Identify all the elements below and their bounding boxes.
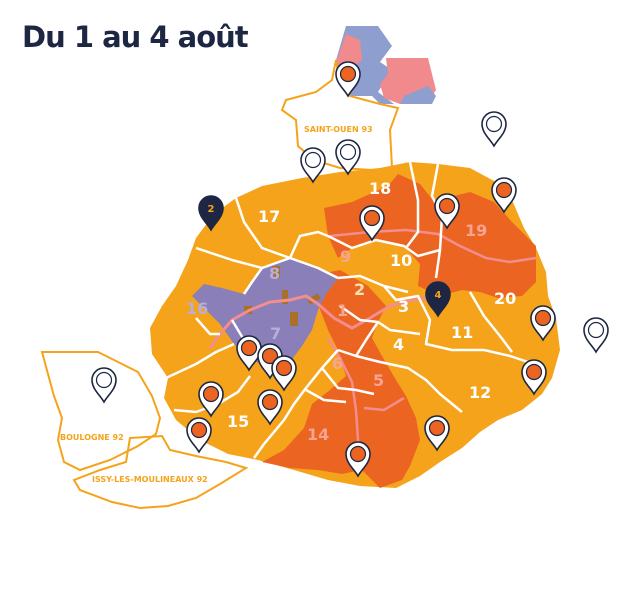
border [242,267,264,295]
arrondissement-labels: 1 2 3 4 5 6 7 8 9 10 11 12 14 15 16 17 1… [186,179,516,444]
map-pin-19-east[interactable] [491,177,517,214]
map-pin-dot [304,151,322,169]
border [288,230,441,259]
arr-label-4: 4 [393,335,404,354]
map-pin-dot [261,393,279,411]
page-title: Du 1 au 4 août [22,20,249,54]
map-pin-saint-ouen[interactable] [335,61,361,98]
brown-marker [290,312,298,326]
arr-label-19: 19 [465,221,487,240]
arr-label-2: 2 [354,280,365,299]
arr-label-20: 20 [494,289,516,308]
map-pin-dot [438,197,456,215]
border [377,320,421,336]
border [195,246,291,270]
arr-label-10: 10 [390,251,412,270]
zone-orange-center [262,270,420,488]
map-pin-14-south[interactable] [345,441,371,478]
map-pin-15-south[interactable] [186,417,212,454]
map-pin-dot [587,321,605,339]
arr-label-11: 11 [451,323,473,342]
arr-label-17: 17 [258,207,280,226]
map-pin-16-south[interactable] [236,335,262,372]
map-pin-dot [525,363,543,381]
map-pin-icon [425,281,451,318]
seine-river [208,294,439,349]
arr-label-5: 5 [373,371,384,390]
arrondissement-borders [165,161,541,459]
map-pin-dot [485,115,503,133]
map-pin-18[interactable] [359,205,385,242]
map-pin-17-numbered[interactable]: 2 [198,195,224,232]
arr-label-3: 3 [398,297,409,316]
arr-label-8: 8 [269,264,280,283]
map-pin-boulogne[interactable] [91,367,117,404]
map-pin-east-outside[interactable] [583,317,609,354]
place-labels: SAINT-OUEN 93 BOULOGNE 92 ISSY-LES-MOULI… [60,125,373,484]
zone-purple [192,258,338,366]
map-pin-dot [190,421,208,439]
arr-label-1: 1 [337,301,348,320]
map-pin-11-numbered[interactable]: 4 [425,281,451,318]
pins-layer: 24 [91,61,609,478]
saint-ouen-outline [280,59,400,172]
zone-orange-north [324,174,536,298]
border [337,304,380,358]
border [383,285,541,368]
border [468,291,513,353]
border [305,388,347,404]
border [355,354,463,413]
map-pin-dot [339,65,357,83]
map-pin-number: 4 [435,290,442,301]
place-label-boulogne: BOULOGNE 92 [60,433,124,442]
map-pin-dot [240,339,258,357]
map-pin-number: 2 [208,204,215,215]
boulogne-outline [40,351,162,472]
map-pin-dot [534,309,552,327]
border [337,274,409,294]
arr-label-15: 15 [227,412,249,431]
map-pin-dot [495,181,513,199]
brown-marker [272,266,280,278]
arr-label-6: 6 [332,354,343,373]
border [405,161,420,249]
map-pin-dot [339,143,357,161]
map-pin-north-2[interactable] [335,139,361,176]
pink-line [363,396,405,412]
map-pin-dot [261,347,279,365]
border [165,342,235,380]
border [195,317,220,336]
map-pin-7-east[interactable] [271,355,297,392]
map-pin-dot [363,209,381,227]
map-pin-15-center[interactable] [257,389,283,426]
place-label-issy: ISSY-LES-MOULINEAUX 92 [92,475,208,484]
map-pin-dot [428,419,446,437]
arr-label-7: 7 [270,324,281,343]
map-pin-12[interactable] [521,359,547,396]
map-pin-north-1[interactable] [300,147,326,184]
map-pin-dot [95,371,113,389]
border [321,367,375,396]
map-pin-dot [349,445,367,463]
place-label-saint-ouen: SAINT-OUEN 93 [304,125,373,134]
map-pin-19-west[interactable] [434,193,460,230]
arr-label-16: 16 [186,299,208,318]
arr-label-12: 12 [469,383,491,402]
map-pin-icon [198,195,224,232]
map-pin-15-north[interactable] [198,381,224,418]
brown-marker [282,290,288,304]
issy-outline [72,434,249,510]
saint-ouen-blue-area-east [400,86,436,104]
map-pin-dot [275,359,293,377]
brown-marker [307,293,321,305]
arr-label-9: 9 [340,247,351,266]
arr-label-18: 18 [369,179,391,198]
arr-label-14: 14 [307,425,329,444]
map-pin-20[interactable] [530,305,556,342]
map-pin-13[interactable] [424,415,450,452]
map-pin-north-east[interactable] [481,111,507,148]
border [234,197,339,280]
map-pin-dot [202,385,220,403]
